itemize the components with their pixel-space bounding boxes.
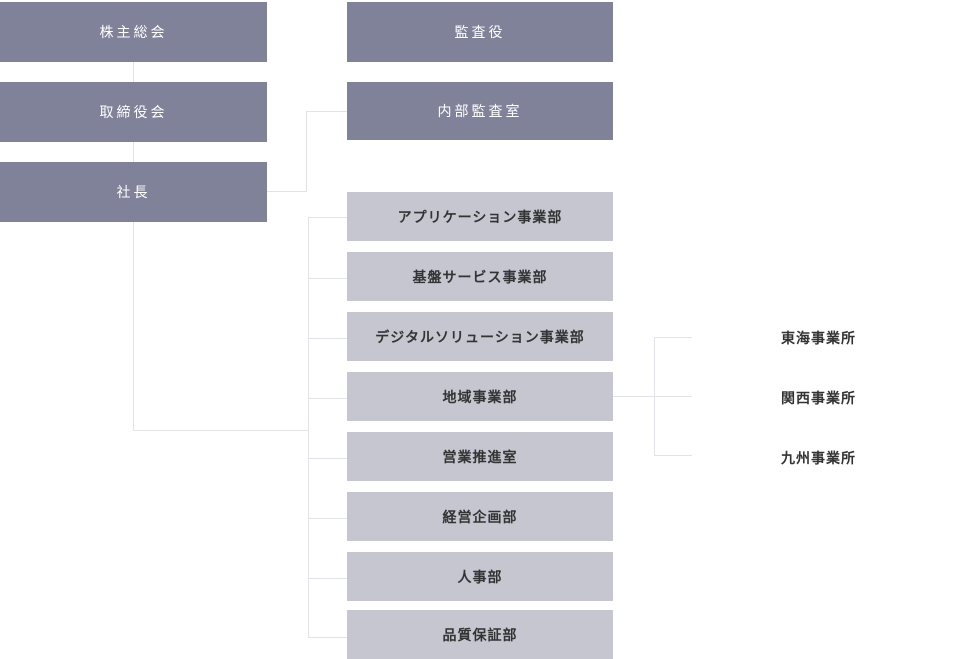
department-regional: 地域事業部: [347, 372, 613, 421]
president-box: 社長: [0, 162, 267, 222]
department-label: アプリケーション事業部: [397, 209, 563, 226]
department-label: 営業推進室: [442, 449, 518, 466]
office-label: 東海事業所: [781, 331, 856, 347]
board-of-directors-label: 取締役会: [99, 105, 168, 121]
department-label: 基盤サービス事業部: [412, 269, 548, 286]
office-kyushu: 九州事業所: [781, 446, 856, 470]
department-quality-assurance: 品質保証部: [347, 610, 613, 659]
department-infrastructure-services: 基盤サービス事業部: [347, 252, 613, 301]
department-label: 人事部: [457, 569, 503, 586]
internal-audit-connector: [267, 111, 347, 192]
shareholders-meeting-label: 株主総会: [99, 25, 168, 41]
office-label: 九州事業所: [781, 451, 856, 467]
department-label: 地域事業部: [442, 389, 518, 406]
auditor-box: 監査役: [347, 2, 613, 62]
office-kansai: 関西事業所: [781, 386, 856, 410]
office-label: 関西事業所: [781, 391, 856, 407]
internal-audit-label: 内部監査室: [437, 104, 523, 120]
shareholders-meeting-box: 株主総会: [0, 2, 267, 62]
office-tokai: 東海事業所: [781, 326, 856, 350]
department-human-resources: 人事部: [347, 552, 613, 601]
president-label: 社長: [116, 185, 151, 201]
internal-audit-box: 内部監査室: [347, 82, 613, 140]
department-digital-solutions: デジタルソリューション事業部: [347, 312, 613, 361]
department-label: 経営企画部: [442, 509, 518, 526]
board-of-directors-box: 取締役会: [0, 82, 267, 142]
department-label: 品質保証部: [442, 627, 518, 644]
department-corporate-planning: 経営企画部: [347, 492, 613, 541]
auditor-label: 監査役: [454, 25, 506, 41]
department-application: アプリケーション事業部: [347, 192, 613, 241]
department-label: デジタルソリューション事業部: [375, 329, 585, 346]
department-sales-promotion: 営業推進室: [347, 432, 613, 481]
